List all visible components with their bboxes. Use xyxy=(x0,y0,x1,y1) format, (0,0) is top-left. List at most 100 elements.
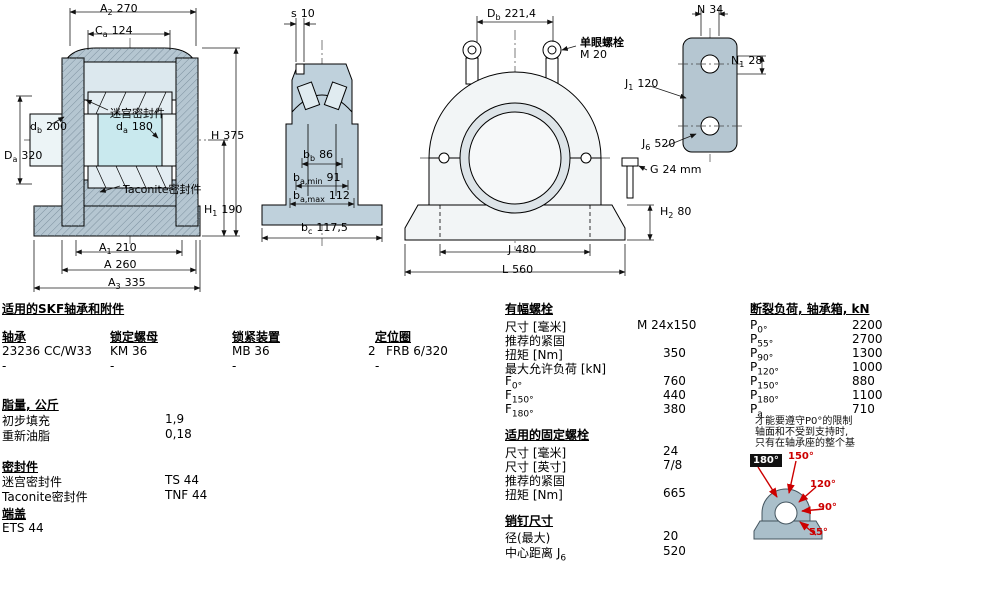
load-P55-value: 2700 xyxy=(852,332,883,346)
load-angle-diagram xyxy=(753,460,825,540)
load-P150-label: P150° xyxy=(750,374,779,392)
dowel-pins-section-title: 销钉尺寸 xyxy=(505,514,554,528)
base-top-view-drawing xyxy=(649,8,766,162)
locking-device-designation: MB 36 xyxy=(232,344,270,358)
fixing-bolts-size-inch-value: 7/8 xyxy=(663,458,683,472)
cap-bolt-left xyxy=(438,152,450,164)
load-F150-label: F150° xyxy=(505,388,534,406)
breaking-loads-note-line1: 才能要遵守P0°的限制 xyxy=(755,416,853,427)
taconite-seal-annotation: Taconite密封件 xyxy=(123,183,202,196)
col-header-locking-device: 锁紧装置 xyxy=(232,330,281,344)
base-block xyxy=(404,204,626,241)
bearing-outer-ring-arc xyxy=(291,94,353,113)
angle-label-150: 150° xyxy=(788,451,814,462)
seal-bore-circle xyxy=(468,111,562,205)
locating-ring-designation: FRB 6/320 xyxy=(386,344,448,358)
cap-bolts-section-title: 有幅螺栓 xyxy=(505,302,554,316)
dowel-diameter-value: 20 xyxy=(663,529,679,543)
load-P55-label: P55° xyxy=(750,332,774,350)
side-view-drawing xyxy=(261,18,383,246)
labyrinth-seal-label: 迷宫密封件 xyxy=(2,475,63,489)
adapter-sleeve-section xyxy=(97,113,163,167)
front-view-drawing xyxy=(404,16,654,276)
angle-label-180: 180° xyxy=(750,454,782,467)
load-Pa-label: Pa xyxy=(750,402,763,420)
cap-bolt-right xyxy=(580,152,592,164)
bearing-lower-section xyxy=(87,165,173,189)
dowel-centre-distance-label: 中心距离 J6 xyxy=(505,546,567,564)
attachment-bolt-head xyxy=(621,157,639,167)
load-F180-label: F180° xyxy=(505,402,534,420)
load-F150-value: 440 xyxy=(663,388,686,402)
load-P90-value: 1300 xyxy=(852,346,883,360)
col-header-lock-nut: 锁定螺母 xyxy=(110,330,159,344)
breaking-loads-section-title: 断裂负荷, 轴承箱, kN xyxy=(750,302,870,316)
labyrinth-seal-annotation: 迷宫密封件 xyxy=(110,107,165,120)
grease-relube-value: 0,18 xyxy=(165,427,192,441)
seals-section-title: 密封件 xyxy=(2,460,39,474)
cap-bolts-max-load-label: 最大允许负荷 [kN] xyxy=(505,362,607,376)
dowel-centre-distance-value: 520 xyxy=(663,544,686,558)
roller-right xyxy=(323,81,348,111)
cap-bolts-tightening-label: 推荐的紧固 xyxy=(505,334,566,348)
grease-initial-fill-label: 初步填充 xyxy=(2,414,51,428)
eyebolt-size: M 20 xyxy=(580,48,607,61)
fixing-bolts-size-mm-label: 尺寸 [毫米] xyxy=(505,446,567,460)
end-cover-title: 端盖 xyxy=(2,507,27,521)
dowel-diameter-label: 径(最大) xyxy=(505,531,551,545)
cap-bolts-size-label: 尺寸 [毫米] xyxy=(505,320,567,334)
lock-nut-designation: KM 36 xyxy=(110,344,148,358)
load-F180-value: 380 xyxy=(663,402,686,416)
cap-bolts-size-value: M 24x150 xyxy=(637,318,697,332)
fixing-bolts-size-mm-value: 24 xyxy=(663,444,679,458)
bearing-row2-dash: - xyxy=(2,359,7,373)
bearings-section-title: 适用的SKF轴承和附件 xyxy=(2,302,125,316)
grease-relube-label: 重新油脂 xyxy=(2,429,51,443)
mini-housing-bore xyxy=(774,501,798,525)
load-F0-value: 760 xyxy=(663,374,686,388)
device-row2-dash: - xyxy=(232,359,237,373)
grease-initial-fill-value: 1,9 xyxy=(165,412,185,426)
fixing-bolts-section-title: 适用的固定螺栓 xyxy=(505,428,590,442)
load-P0-value: 2200 xyxy=(852,318,883,332)
taconite-seal-label: Taconite密封件 xyxy=(2,490,88,504)
cap-bolts-torque-label: 扭矩 [Nm] xyxy=(505,348,563,362)
angle-label-55: 55° xyxy=(809,527,828,538)
attachment-bolt-shank xyxy=(626,165,634,199)
bearing-designation: 23236 CC/W33 xyxy=(2,344,92,358)
nut-row2-dash: - xyxy=(110,359,115,373)
locating-ring-qty: 2 xyxy=(368,344,376,358)
ring-row2-dash: - xyxy=(375,359,380,373)
section-view-drawing xyxy=(16,8,240,292)
roller-left xyxy=(296,81,321,111)
col-header-bearing: 轴承 xyxy=(2,330,27,344)
load-Pa-value: 710 xyxy=(852,402,875,416)
load-P0-label: P0° xyxy=(750,318,768,336)
load-P180-value: 1100 xyxy=(852,388,883,402)
grease-section-title: 脂量, 公斤 xyxy=(2,398,59,412)
load-P180-label: P180° xyxy=(750,388,779,406)
col-header-locating-ring: 定位圈 xyxy=(375,330,412,344)
fixing-bolts-torque-label: 扭矩 [Nm] xyxy=(505,488,563,502)
